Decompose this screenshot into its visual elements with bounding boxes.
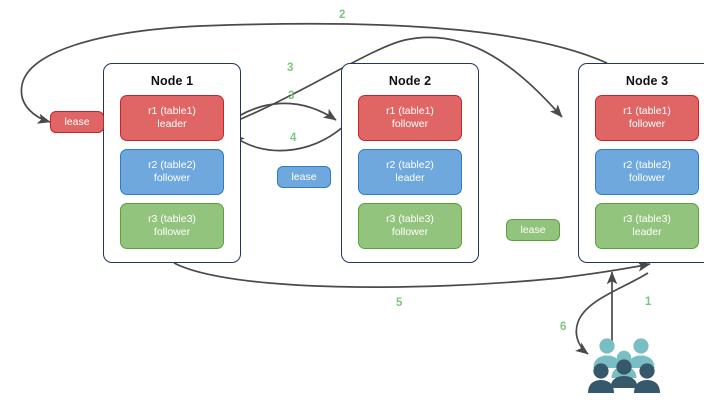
range-box[interactable]: r1 (table1) follower [358, 95, 462, 141]
node-title: Node 3 [625, 74, 669, 88]
step-label-1: 1 [645, 296, 652, 308]
node-card-1[interactable]: Node 1 r1 (table1) leader r2 (table2) fo… [103, 63, 241, 263]
step-label-3-node3: 3 [287, 62, 294, 74]
range-name: r2 (table2) [623, 159, 671, 171]
node-card-2[interactable]: Node 2 r1 (table1) follower r2 (table2) … [341, 63, 479, 263]
range-role: leader [395, 172, 425, 184]
range-role: follower [153, 172, 191, 184]
range-name: r3 (table3) [386, 213, 434, 225]
range-name: r3 (table3) [623, 213, 671, 225]
arrow-step-4-to-node1 [231, 125, 345, 152]
range-box[interactable]: r3 (table3) leader [595, 203, 699, 249]
node-title: Node 1 [150, 74, 194, 88]
range-box[interactable]: r2 (table2) follower [595, 149, 699, 195]
lease-badge-node2[interactable]: lease [277, 166, 331, 188]
users-group-icon [588, 338, 660, 393]
range-box[interactable]: r2 (table2) leader [358, 149, 462, 195]
step-label-2: 2 [339, 9, 346, 21]
range-box[interactable]: r3 (table3) follower [120, 203, 224, 249]
node-title: Node 2 [388, 74, 432, 88]
range-role: follower [628, 172, 666, 184]
range-role: follower [391, 226, 429, 238]
step-label-4: 4 [290, 132, 297, 144]
range-name: r1 (table1) [148, 105, 196, 117]
step-label-3-node2: 3 [288, 90, 295, 102]
arrow-step-5 [173, 261, 651, 288]
range-box[interactable]: r1 (table1) follower [595, 95, 699, 141]
range-name: r1 (table1) [386, 105, 434, 117]
range-box[interactable]: r3 (table3) follower [358, 203, 462, 249]
range-role: follower [628, 118, 666, 130]
step-label-5: 5 [396, 297, 403, 309]
range-name: r2 (table2) [148, 159, 196, 171]
step-label-6: 6 [560, 321, 567, 333]
range-name: r2 (table2) [386, 159, 434, 171]
lease-badge-node1[interactable]: lease [50, 111, 104, 133]
range-box[interactable]: r1 (table1) leader [120, 95, 224, 141]
range-name: r1 (table1) [623, 105, 671, 117]
range-role: follower [391, 118, 429, 130]
range-role: follower [153, 226, 191, 238]
node-card-3[interactable]: Node 3 r1 (table1) follower r2 (table2) … [578, 63, 704, 263]
range-role: leader [632, 226, 662, 238]
range-role: leader [157, 118, 187, 130]
range-name: r3 (table3) [148, 213, 196, 225]
range-box[interactable]: r2 (table2) follower [120, 149, 224, 195]
lease-badge-node3[interactable]: lease [506, 219, 560, 241]
